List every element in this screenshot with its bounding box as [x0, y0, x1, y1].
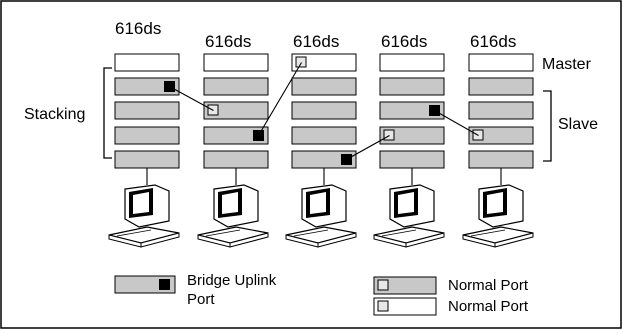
stack-panel: [379, 150, 445, 169]
stack-panel: [291, 126, 357, 145]
stack-panel: [291, 101, 357, 120]
computer-icon-3: [285, 168, 357, 248]
legend-normal-port-gray-label: Normal Port: [448, 277, 529, 294]
stack-cable-4: [434, 110, 479, 136]
master-panel: [379, 53, 445, 72]
computer-icon-1: [108, 168, 180, 248]
legend-normal-port-white-icon: [377, 300, 389, 312]
legend-bridge-uplink-port-icon: [159, 279, 170, 290]
slave-label: Slave: [558, 116, 599, 133]
stack-panel: [203, 150, 269, 169]
stack-panel: [379, 101, 445, 120]
keyboard-keys: [470, 229, 506, 237]
monitor-glass: [310, 192, 326, 214]
stack-panel: [114, 77, 180, 96]
legend-bridge-uplink-line-2: Port: [187, 291, 215, 308]
legend-normal-port-gray-icon: [377, 279, 389, 291]
switch-stack-5: [468, 53, 534, 169]
stack-panel: [468, 101, 534, 120]
keyboard-keys: [293, 229, 329, 237]
stack-cable-2: [258, 62, 302, 136]
slave-bracket: [543, 90, 552, 162]
stack-panel: [468, 126, 534, 145]
unit-title-4: 616ds: [381, 32, 428, 51]
master-label: Master: [542, 56, 591, 73]
master-panel: [468, 53, 534, 72]
stack-panel: [114, 126, 180, 145]
legend-bridge-uplink-line-1: Bridge Uplink: [187, 272, 277, 289]
master-panel: [203, 53, 269, 72]
computer-icon-2: [197, 168, 269, 248]
stacking-bracket: [103, 67, 112, 159]
stack-panel: [203, 101, 269, 120]
legend-normal-port-white-swatch: [373, 297, 437, 316]
monitor-glass: [222, 192, 238, 214]
legend-bridge-uplink-label: Bridge Uplink Port: [187, 271, 276, 309]
monitor-glass: [133, 192, 149, 214]
stack-panel: [203, 126, 269, 145]
switch-stack-2: [203, 53, 269, 169]
monitor-glass: [398, 192, 414, 214]
keyboard-side: [317, 232, 357, 248]
keyboard-keys: [381, 229, 417, 237]
normal-port: [383, 129, 395, 141]
switch-stack-3: [291, 53, 357, 169]
stack-panel: [379, 77, 445, 96]
unit-title-5: 616ds: [470, 32, 517, 51]
keyboard-side: [494, 232, 534, 248]
legend-normal-port-gray-swatch: [373, 276, 437, 295]
stack-cable-3: [346, 135, 390, 160]
switch-stack-1: [114, 53, 180, 169]
master-panel: [291, 53, 357, 72]
unit-title-1: 616ds: [115, 19, 162, 38]
keyboard-side: [140, 232, 180, 248]
master-panel: [114, 53, 180, 72]
stack-panel: [468, 150, 534, 169]
stack-panel: [379, 126, 445, 145]
unit-title-2: 616ds: [205, 32, 252, 51]
stack-cable-1: [169, 86, 214, 111]
computer-icon-4: [373, 168, 445, 248]
monitor-glass: [487, 192, 503, 214]
stack-panel: [468, 77, 534, 96]
stack-panel: [114, 150, 180, 169]
legend-normal-port-white-label: Normal Port: [448, 298, 529, 315]
switch-stack-4: [379, 53, 445, 169]
stack-panel: [291, 77, 357, 96]
unit-title-3: 616ds: [293, 32, 340, 51]
stack-panel: [203, 77, 269, 96]
keyboard-side: [405, 232, 445, 248]
stacking-label: Stacking: [24, 106, 86, 123]
keyboard-keys: [205, 229, 241, 237]
keyboard-side: [229, 232, 269, 248]
stack-panel: [114, 101, 180, 120]
computer-icon-5: [462, 168, 534, 248]
normal-port: [295, 56, 307, 68]
keyboard-keys: [116, 229, 152, 237]
